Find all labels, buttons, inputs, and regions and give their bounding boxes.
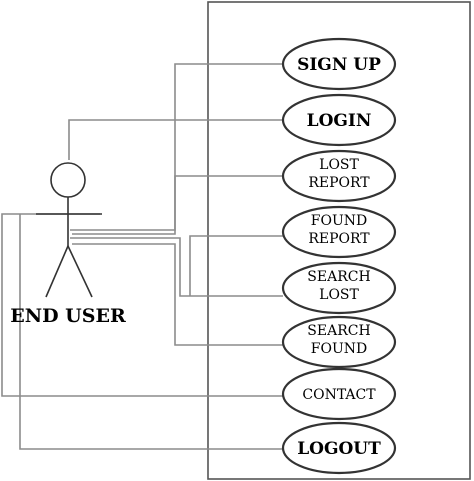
association-login [68,119,283,160]
use-case-found-report-label-1: FOUND [311,213,367,229]
association-sign-up [70,63,287,231]
actor-left-leg [45,245,69,298]
association-found-report [189,235,284,296]
use-case-sign-up-label: SIGN UP [297,55,381,75]
use-case-lost-report-label-2: REPORT [308,175,370,191]
use-case-found-report-label-2: REPORT [308,231,370,247]
use-case-login: LOGIN [281,93,397,147]
use-case-search-lost-label-2: LOST [319,287,359,303]
actor-right-leg [67,245,93,298]
actor-head [50,162,86,198]
associations [1,63,287,450]
use-case-logout: LOGOUT [281,421,397,475]
use-case-contact: CONTACT [281,367,397,421]
use-case-search-found-label-2: FOUND [311,341,367,357]
association-logout [19,214,287,450]
association-lost-report [72,175,283,235]
use-case-login-label: LOGIN [307,111,372,131]
use-case-search-lost: SEARCH LOST [281,261,397,315]
actor-end-user: END USER [10,162,126,327]
use-case-search-lost-label-1: SEARCH [307,269,370,285]
use-case-logout-label: LOGOUT [297,439,381,459]
association-search-found [72,243,283,346]
use-case-found-report: FOUND REPORT [281,205,397,259]
use-case-search-found-label-1: SEARCH [307,323,370,339]
use-case-sign-up: SIGN UP [281,37,397,91]
use-case-lost-report-label-1: LOST [319,157,359,173]
use-case-contact-label: CONTACT [302,387,376,403]
use-case-search-found: SEARCH FOUND [281,315,397,369]
use-case-lost-report: LOST REPORT [281,149,397,203]
actor-label: END USER [10,305,126,327]
association-search-lost [70,237,283,297]
